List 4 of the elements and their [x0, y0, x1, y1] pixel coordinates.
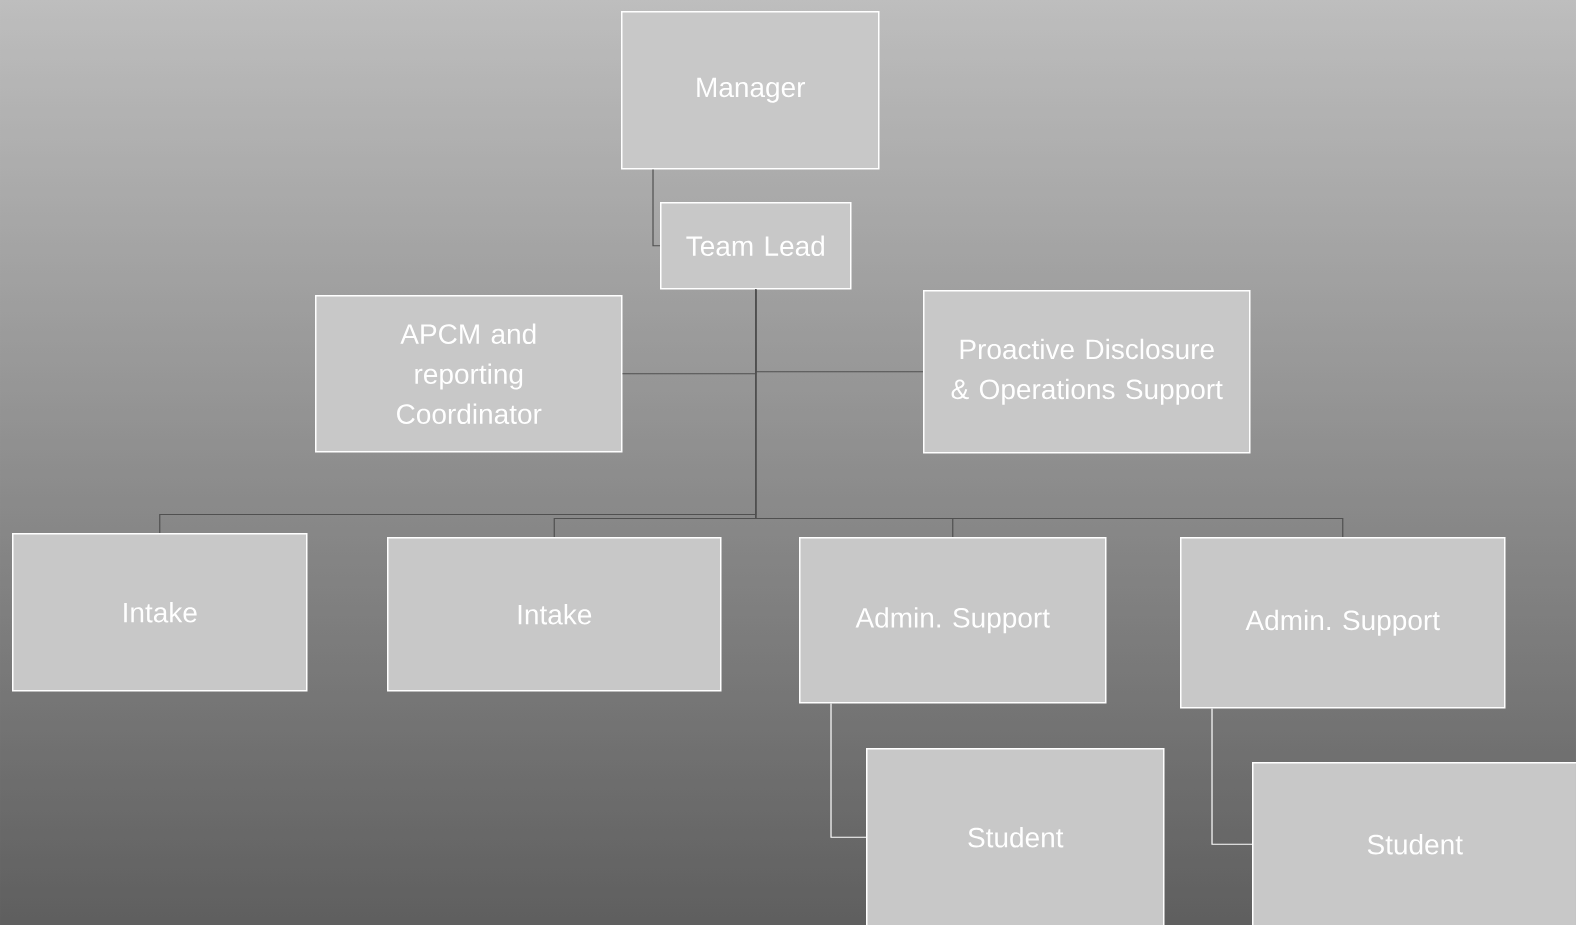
connector-line — [830, 702, 867, 838]
connector-line — [755, 288, 1344, 538]
connector-line — [652, 168, 661, 247]
connector-line — [1211, 707, 1253, 845]
